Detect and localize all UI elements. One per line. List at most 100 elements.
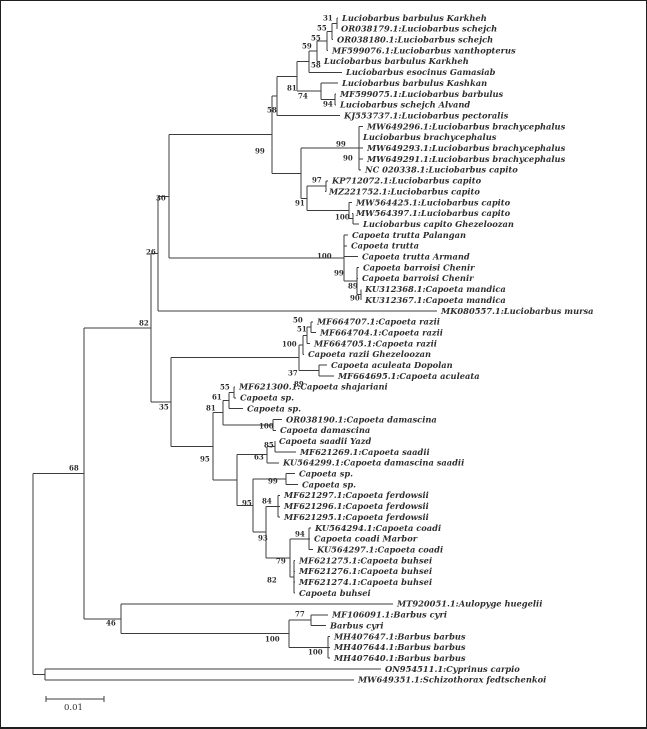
bootstrap-value: 82: [267, 576, 277, 585]
bootstrap-value: 51: [297, 325, 307, 334]
taxon-label: MW649291.1:Luciobarbus brachycephalus: [366, 154, 566, 164]
bootstrap-value: 55: [311, 34, 321, 43]
bootstrap-value: 99: [255, 147, 265, 156]
taxon-label: Capoeta sp.: [299, 469, 353, 479]
bootstrap-value: 94: [295, 530, 305, 539]
taxon-label: KU564297.1:Capoeta coadi: [316, 544, 443, 554]
bootstrap-value: 90: [350, 294, 360, 303]
taxon-label: Capoeta trutta Palangan: [352, 230, 466, 240]
bootstrap-value: 61: [212, 393, 222, 402]
taxon-label: Luciobarbus barbulus Karkheh: [341, 13, 487, 23]
bootstrap-value: 26: [146, 248, 156, 257]
taxon-label: OR038180.1:Luciobarbus schejch: [337, 35, 493, 45]
taxon-label: Capoeta trutta: [351, 241, 419, 251]
bootstrap-value: 79: [276, 557, 286, 566]
bootstrap-value: 100: [259, 422, 274, 431]
bootstrap-value: 81: [206, 404, 216, 413]
bootstrap-value: 97: [312, 176, 322, 185]
taxon-label: MW649296.1:Luciobarbus brachycephalus: [366, 121, 566, 131]
taxon-label: MF621276.1:Capoeta buhsei: [298, 566, 432, 576]
taxon-label: Luciobarbus capito Ghezeloozan: [362, 219, 514, 229]
taxon-label: ON954511.1:Cyprinus carpio: [385, 664, 520, 674]
bootstrap-value: 63: [254, 453, 264, 462]
taxon-label: Capoeta saadii Yazd: [279, 436, 371, 446]
taxon-label: Capoeta razii Ghezeloozan: [308, 349, 431, 359]
bootstrap-value: 99: [334, 269, 344, 278]
taxon-label: Capoeta buhsei: [299, 588, 371, 598]
taxon-label: Barbus cyri: [329, 620, 384, 630]
taxon-label: MZ221752.1:Luciobarbus capito: [328, 186, 480, 196]
taxon-label: MF621274.1:Capoeta buhsei: [298, 577, 432, 587]
taxon-label: MW649293.1:Luciobarbus brachycephalus: [366, 143, 566, 153]
taxon-label: OR038179.1:Luciobarbus schejch: [341, 24, 497, 34]
taxon-label: Capoeta sp.: [302, 479, 356, 489]
bootstrap-value: 91: [295, 199, 305, 208]
bootstrap-value: 74: [298, 92, 308, 101]
taxon-label: KP712072.1:Luciobarbus capito: [331, 176, 482, 186]
taxon-label: OR038190.1:Capoeta damascina: [286, 414, 437, 424]
bootstrap-value: 68: [69, 464, 79, 473]
taxon-label: Luciobarbus barbulus Karkheh: [323, 56, 469, 66]
taxon-label: MF621300.1:Capoeta shajariani: [238, 382, 388, 392]
bootstrap-value: 100: [265, 635, 280, 644]
taxon-label: MW564425.1:Luciobarbus capito: [355, 197, 511, 207]
taxon-label: MK080557.1:Luciobarbus mursa: [440, 306, 594, 316]
bootstrap-value: 95: [242, 499, 252, 508]
bootstrap-value: 89: [348, 282, 358, 291]
bootstrap-value: 35: [159, 403, 169, 412]
taxon-label: MF621275.1:Capoeta buhsei: [298, 555, 432, 565]
taxon-label: Capoeta damascina: [280, 425, 370, 435]
bootstrap-value: 90: [343, 154, 353, 163]
bootstrap-value: 30: [156, 194, 166, 203]
taxon-label: KU312368.1:Capoeta mandica: [364, 284, 506, 294]
taxon-label: MF106091.1:Barbus cyri: [331, 610, 447, 620]
bootstrap-value: 100: [308, 648, 323, 657]
bootstrap-value: 100: [282, 340, 297, 349]
taxon-label: MH407647.1:Barbus barbus: [333, 631, 466, 641]
taxon-label: KU564299.1:Capoeta damascina saadii: [282, 458, 464, 468]
taxon-label: MF621295.1:Capoeta ferdowsii: [283, 512, 429, 522]
bootstrap-value: 31: [323, 14, 333, 23]
taxon-label: Capoeta aculeata Dopolan: [331, 360, 453, 370]
bootstrap-value: 94: [323, 100, 333, 109]
bootstrap-value: 59: [302, 42, 312, 51]
bootstrap-value: 46: [106, 619, 116, 628]
taxon-label: MT920051.1:Aulopyge huegelii: [396, 599, 542, 609]
taxon-label: Capoeta sp.: [247, 403, 301, 413]
taxon-label: MF664695.1:Capoeta aculeata: [337, 371, 480, 381]
taxon-label: KU312367.1:Capoeta mandica: [364, 295, 506, 305]
taxon-label: MF621297.1:Capoeta ferdowsii: [283, 490, 429, 500]
taxon-label: MH407644.1:Barbus barbus: [333, 642, 466, 652]
bootstrap-value: 81: [287, 84, 297, 93]
bootstrap-value: 95: [200, 455, 210, 464]
taxon-label: NC 020338.1:Luciobarbus capito: [364, 165, 518, 175]
taxon-label: Luciobarbus brachycephalus: [362, 132, 497, 142]
taxon-label: Luciobarbus esocinus Gamasiab: [345, 67, 496, 77]
taxon-label: Luciobarbus schejch Alvand: [339, 100, 470, 110]
taxon-label: MF664704.1:Capoeta razii: [319, 327, 443, 337]
taxon-label: Capoeta trutta Armand: [362, 252, 470, 262]
taxon-label: MH407640.1:Barbus barbus: [333, 653, 466, 663]
bootstrap-value: 37: [288, 369, 298, 378]
bootstrap-value: 99: [268, 477, 278, 486]
bootstrap-value: 84: [262, 497, 272, 506]
bootstrap-value: 89: [294, 380, 304, 389]
bootstrap-value: 58: [311, 61, 321, 70]
taxon-label: MF664705.1:Capoeta razii: [313, 338, 437, 348]
bootstrap-value: 85: [264, 441, 274, 450]
bootstrap-value: 55: [220, 383, 230, 392]
taxon-label: MF621296.1:Capoeta ferdowsii: [283, 501, 429, 511]
scale-bar-label: 0.01: [64, 703, 83, 713]
taxon-label: Capoeta sp.: [240, 393, 294, 403]
taxon-label: KJ553737.1:Luciobarbus pectoralis: [343, 110, 509, 120]
bootstrap-value: 100: [335, 213, 350, 222]
bootstrap-value: 77: [295, 610, 305, 619]
bootstrap-value: 82: [139, 319, 149, 328]
bootstrap-value: 99: [336, 140, 346, 149]
bootstrap-value: 50: [293, 316, 303, 325]
taxon-label: MW649351.1:Schizothorax fedtschenkoi: [357, 675, 546, 685]
bootstrap-value: 55: [317, 24, 327, 33]
taxon-label: Capoeta barroisi Chenir: [363, 262, 475, 272]
